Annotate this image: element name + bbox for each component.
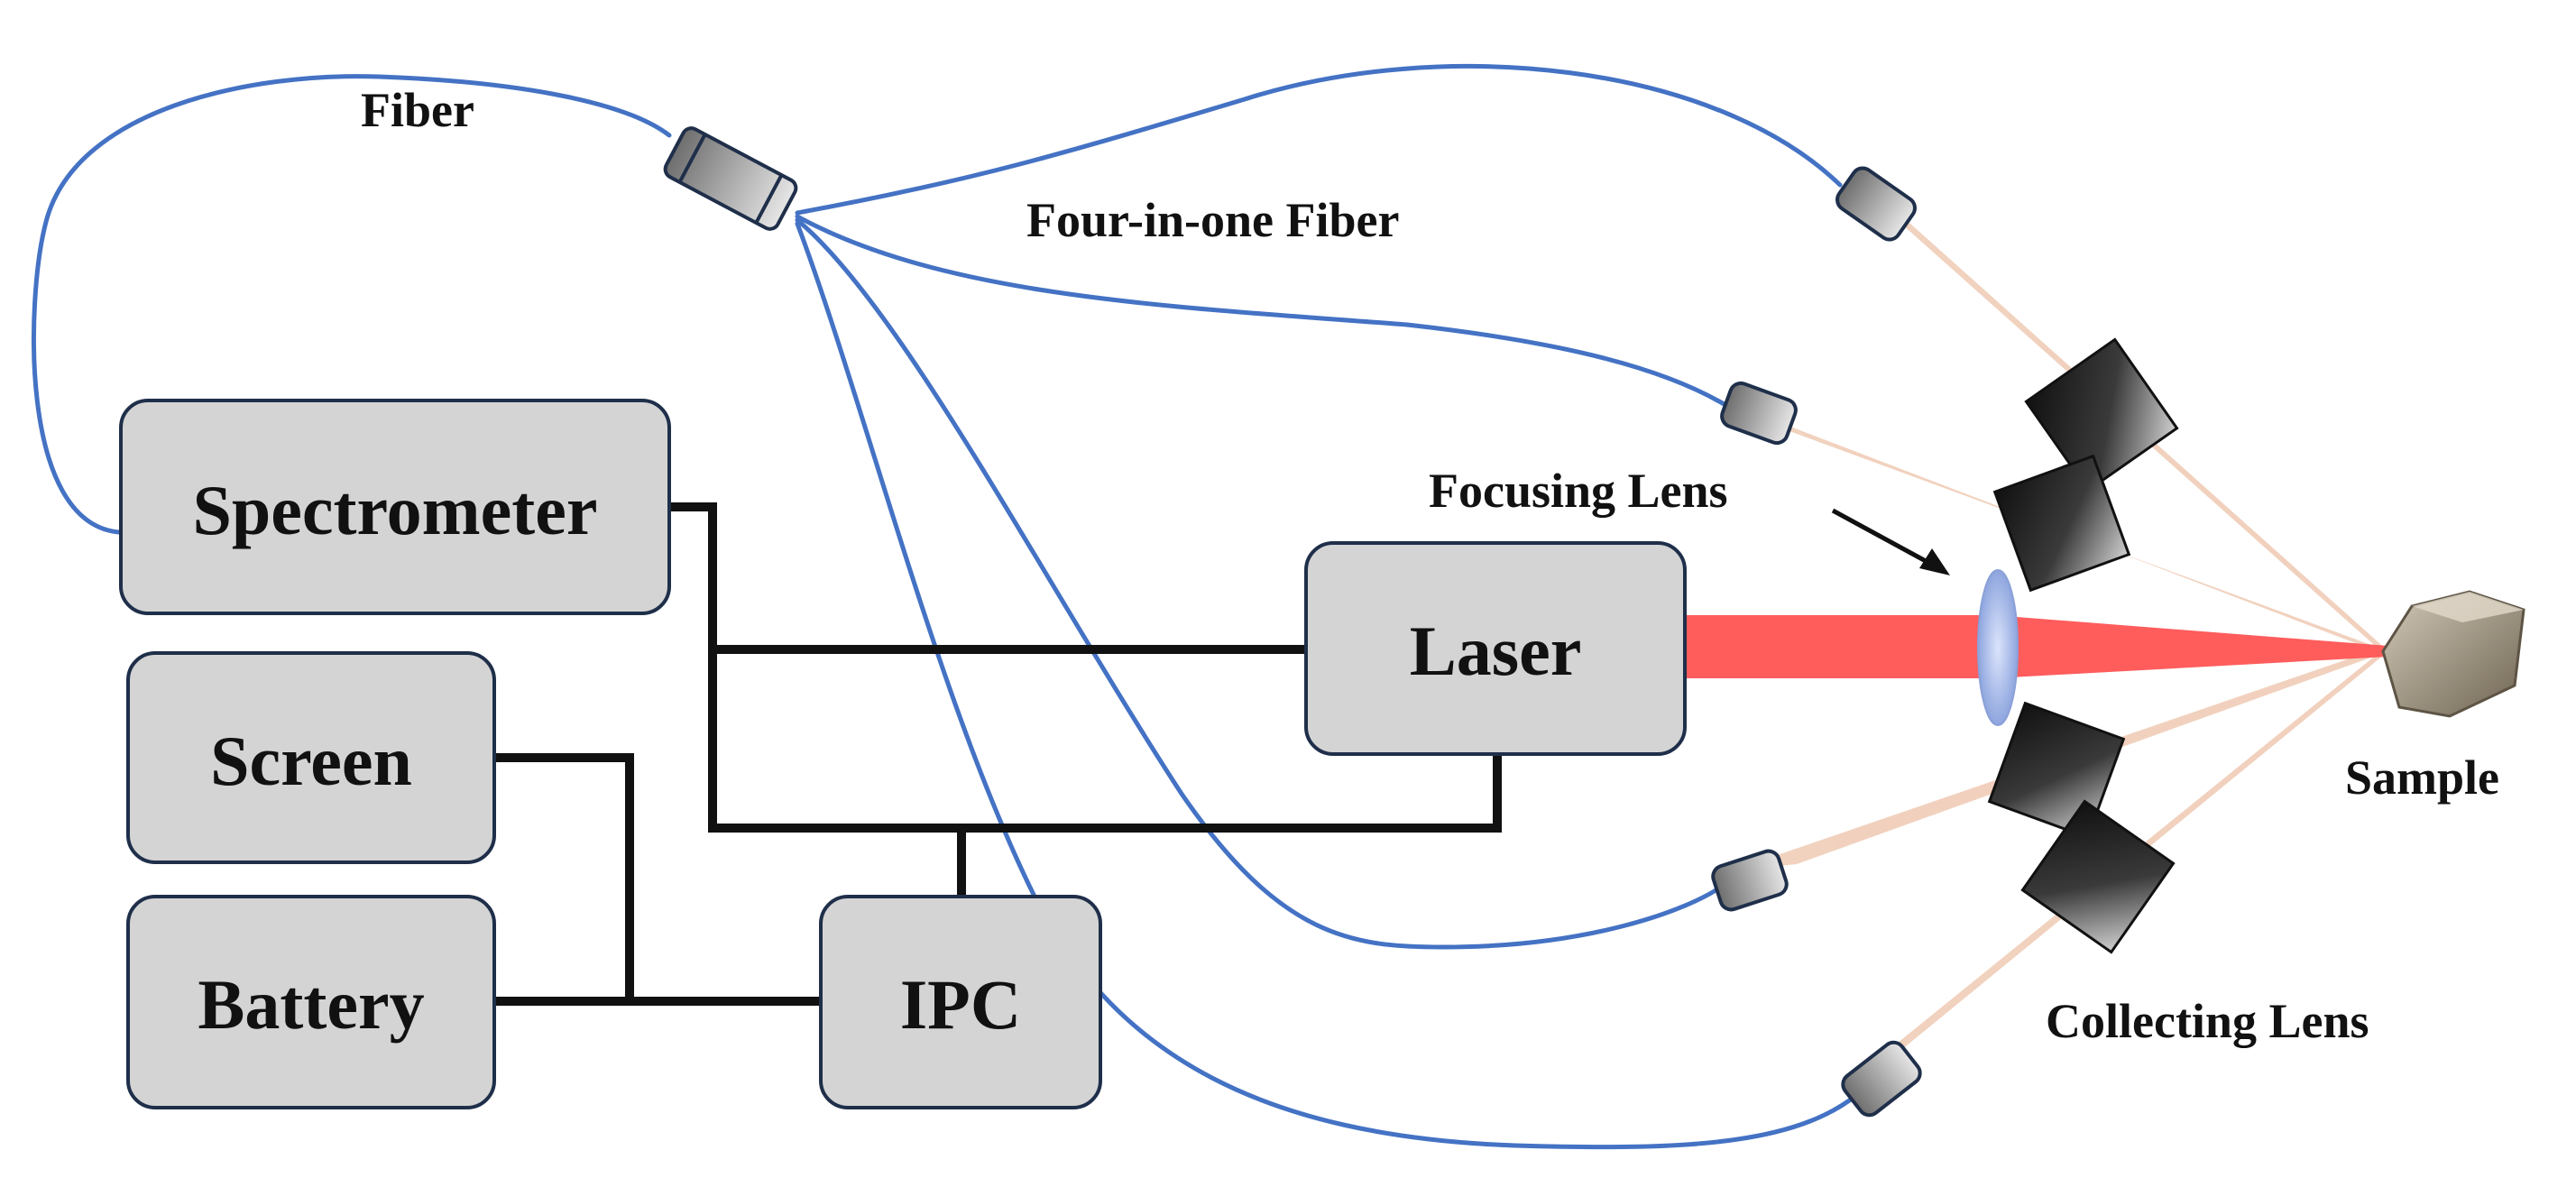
collimator-icon [1711,849,1789,912]
fibers [32,64,1868,1150]
sample-icon [2381,590,2525,718]
laser-beam [1685,615,2388,678]
fiber-branch-4 [795,221,1868,1150]
sample-label: Sample [2345,750,2499,805]
wire-spectrometer-bus [669,502,1502,833]
collecting-lens-icon [2020,799,2176,954]
laser-label: Laser [1410,612,1582,690]
screen-label: Screen [210,722,412,800]
spectrometer-label: Spectrometer [193,471,598,549]
ipc-label: IPC [900,965,1021,1044]
fiber-branch-1 [795,64,1843,216]
ipc-box: IPC [819,895,1102,1109]
wire-screen [494,753,634,1001]
collecting-lens-label: Collecting Lens [2046,994,2369,1048]
fiber-label: Fiber [361,83,474,137]
collecting-lens-icon [2024,337,2179,492]
wires [494,502,1502,1006]
focusing-lens-arrow-icon [1831,508,1950,575]
four-in-one-fiber-label: Four-in-one Fiber [1026,193,1399,247]
battery-box: Battery [126,895,496,1109]
fiber-connector-icon [663,126,798,231]
collimator-icon [1720,381,1798,446]
focusing-lens-label: Focusing Lens [1429,464,1728,518]
fiber-branch-2 [795,214,1733,410]
fiber-branch-3 [795,217,1725,950]
collimator-icon [1835,166,1917,242]
battery-label: Battery [198,965,424,1044]
focusing-lens-icon [1977,569,2019,726]
fiber-spectrometer [32,74,672,535]
collecting-lens-icon [1992,454,2131,593]
collimator-icon [1841,1040,1922,1118]
screen-box: Screen [126,651,496,864]
laser-box: Laser [1304,541,1687,756]
collection-cone-2 [1732,404,2388,653]
spectrometer-box: Spectrometer [119,399,671,615]
